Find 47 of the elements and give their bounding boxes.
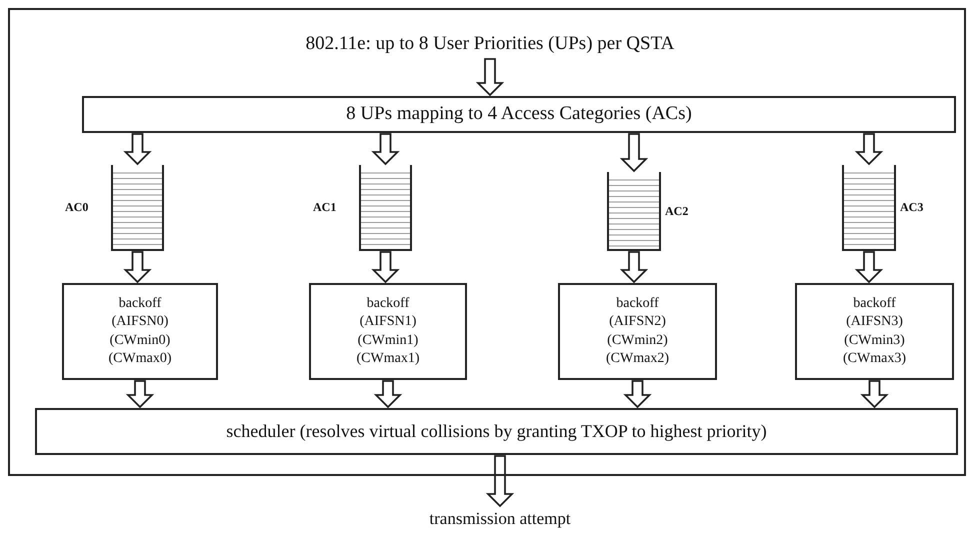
block-arrow bbox=[374, 380, 402, 408]
queue-buffer bbox=[842, 165, 896, 251]
parameter-text: (CWmin2) bbox=[606, 332, 669, 350]
block-arrow bbox=[860, 380, 889, 408]
process-box bbox=[558, 283, 717, 380]
block-arrow bbox=[126, 380, 154, 408]
caption-text: 802.11e: up to 8 User Priorities (UPs) per QSTA bbox=[260, 30, 720, 58]
block-arrow bbox=[371, 133, 400, 166]
parameter-text: (AIFSN0) bbox=[110, 313, 170, 332]
block-arrow bbox=[623, 380, 652, 408]
queue-label: AC2 bbox=[665, 204, 688, 218]
queue-buffer bbox=[607, 172, 661, 251]
parameter-text: (CWmax1) bbox=[356, 350, 420, 368]
block-arrow bbox=[854, 133, 884, 166]
parameter-text: (AIFSN3) bbox=[845, 313, 904, 332]
parameter-text: (CWmin0) bbox=[108, 332, 172, 350]
queue-label: AC1 bbox=[313, 200, 336, 215]
block-arrow bbox=[476, 58, 504, 96]
parameter-text: (CWmin1) bbox=[356, 332, 420, 350]
parameter-text: (CWmax3) bbox=[842, 350, 907, 368]
queue-label: AC3 bbox=[900, 200, 924, 215]
process-box: scheduler (resolves virtual collisions by granting TXOP to highest priority) bbox=[35, 408, 958, 455]
box-heading: backoff bbox=[615, 295, 660, 314]
block-arrow bbox=[123, 133, 152, 166]
parameter-text: (AIFSN2) bbox=[608, 313, 667, 332]
process-box bbox=[62, 283, 218, 380]
block-arrow bbox=[620, 133, 648, 172]
caption-text: transmission attempt bbox=[380, 507, 620, 531]
outer-frame bbox=[8, 8, 966, 476]
queue-label: AC0 bbox=[65, 200, 88, 215]
process-box: 8 UPs mapping to 4 Access Categories (ACs) bbox=[82, 96, 956, 133]
box-heading: backoff bbox=[118, 295, 162, 314]
parameter-text: (CWmax0) bbox=[108, 350, 172, 368]
box-heading: backoff bbox=[366, 295, 410, 314]
parameter-text: (CWmin3) bbox=[843, 332, 906, 350]
parameter-text: (AIFSN1) bbox=[358, 313, 418, 332]
block-arrow bbox=[620, 251, 648, 284]
queue-buffer bbox=[111, 165, 164, 251]
block-arrow bbox=[486, 455, 514, 508]
block-arrow bbox=[371, 251, 400, 284]
process-box bbox=[795, 283, 954, 380]
parameter-text: (CWmax2) bbox=[605, 350, 670, 368]
block-arrow bbox=[854, 251, 884, 284]
block-arrow bbox=[123, 251, 152, 284]
process-box bbox=[309, 283, 467, 380]
box-heading: backoff bbox=[852, 295, 897, 314]
queue-buffer bbox=[359, 165, 412, 251]
